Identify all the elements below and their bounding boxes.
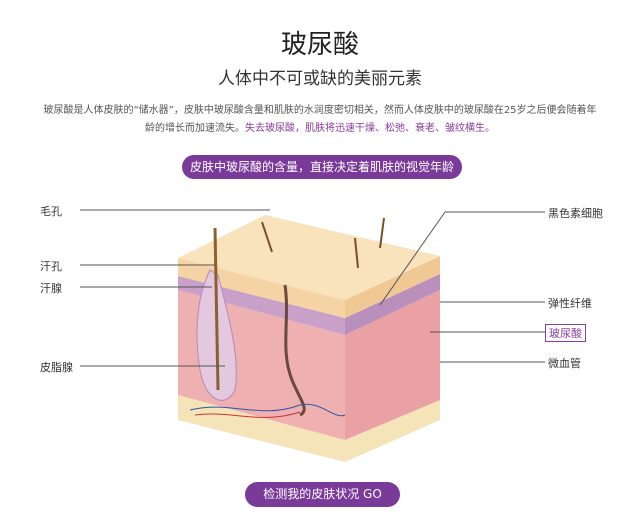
label-sebaceous-gland: 皮脂腺 xyxy=(40,361,73,374)
page-title: 玻尿酸 xyxy=(280,30,359,60)
label-sweat-pore: 汗孔 xyxy=(40,260,62,273)
intro-highlight: 失去玻尿酸，肌肤将迅速干燥、松弛、衰老、皱纹横生。 xyxy=(245,123,495,134)
intro-line1: 玻尿酸是人体皮肤的“储水器”，皮肤中玻尿酸含量和肌肤的水润度密切相关，然而人体皮… xyxy=(43,105,597,116)
intro-line2: 龄的增长而加速流失。 xyxy=(145,123,245,134)
intro-paragraph: 玻尿酸是人体皮肤的“储水器”，皮肤中玻尿酸含量和肌肤的水润度密切相关，然而人体皮… xyxy=(40,102,600,138)
label-elastic-fiber: 弹性纤维 xyxy=(548,297,592,310)
label-sweat-gland: 汗腺 xyxy=(40,282,62,295)
page-subtitle: 人体中不可或缺的美丽元素 xyxy=(218,69,422,89)
label-capillary: 微血管 xyxy=(548,357,581,370)
check-skin-button[interactable]: 检测我的皮肤状况 GO xyxy=(245,482,400,507)
label-pore: 毛孔 xyxy=(40,205,62,218)
banner-pill: 皮肤中玻尿酸的含量，直接决定着肌肤的视觉年龄 xyxy=(182,155,462,179)
label-melanocyte: 黑色素细胞 xyxy=(548,207,603,220)
label-hyaluronic-acid: 玻尿酸 xyxy=(545,324,586,342)
